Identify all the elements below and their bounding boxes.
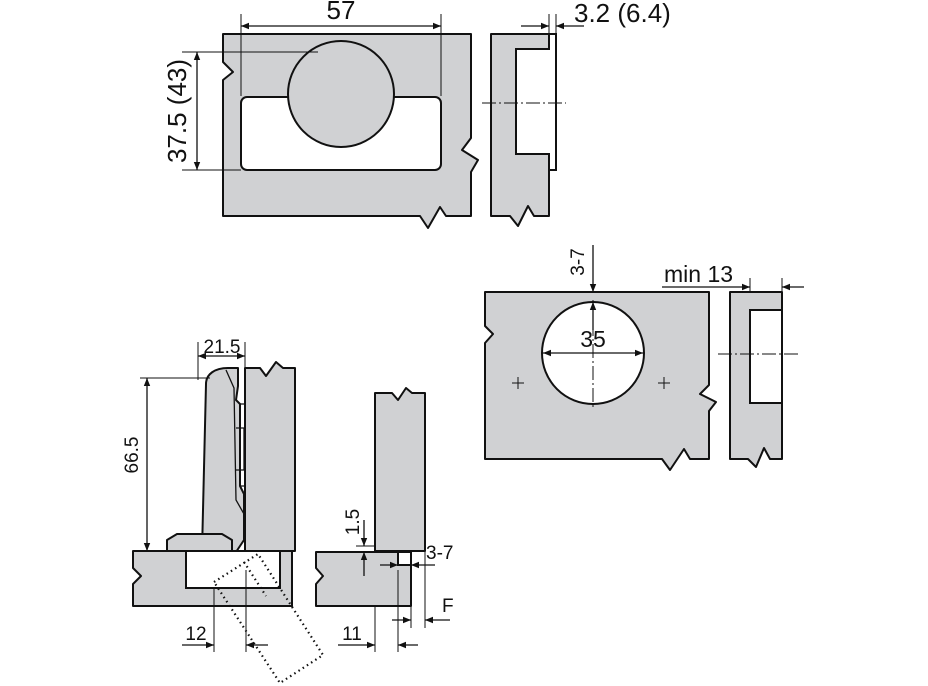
cabinet-side-panel	[244, 361, 296, 552]
door-side-cup	[749, 309, 783, 404]
screw-hole-right-mark	[658, 377, 670, 389]
dimension-57-label: 57	[327, 0, 356, 25]
dimension-3-2-label: 3.2 (6.4)	[574, 0, 671, 28]
dimension-3-7-top-label: 3-7	[568, 248, 589, 275]
dimension-f-label: F	[442, 596, 454, 617]
dimension-1-5-label: 1.5	[343, 509, 364, 535]
dimension-21-5-label: 21.5	[204, 337, 241, 358]
door-side-view: min 13	[662, 261, 804, 468]
screw-hole-left-mark	[512, 377, 524, 389]
dimension-37-5-label: 37.5 (43)	[162, 59, 192, 163]
dimension-11-label: 11	[342, 624, 362, 645]
hinge-arm	[201, 367, 245, 553]
cup-recess	[185, 550, 281, 589]
hinge-cup-top	[166, 533, 233, 553]
dimension-35-label: 35	[580, 326, 606, 352]
door-drilling-view: 35 3-7	[484, 245, 717, 471]
dimension-min-13-label: min 13	[664, 261, 733, 287]
dimension-12-label: 12	[185, 624, 206, 645]
overlay-detail-view: 1.5 3-7 F 11	[315, 387, 454, 652]
dimension-66-5-label: 66.5	[122, 437, 143, 474]
mounting-plate-side-view: 3.2 (6.4)	[482, 0, 671, 227]
dimension-3-7-side-label: 3-7	[426, 543, 453, 564]
side-plate-outline	[515, 33, 557, 171]
detail-door-edge	[397, 551, 412, 566]
mounting-plate-front-view: 57 37.5 (43)	[162, 0, 479, 229]
plate-cup-circle	[287, 40, 395, 148]
detail-cabinet-panel	[374, 387, 426, 552]
hinge-side-view: 21.5 66.5 12	[122, 337, 325, 685]
